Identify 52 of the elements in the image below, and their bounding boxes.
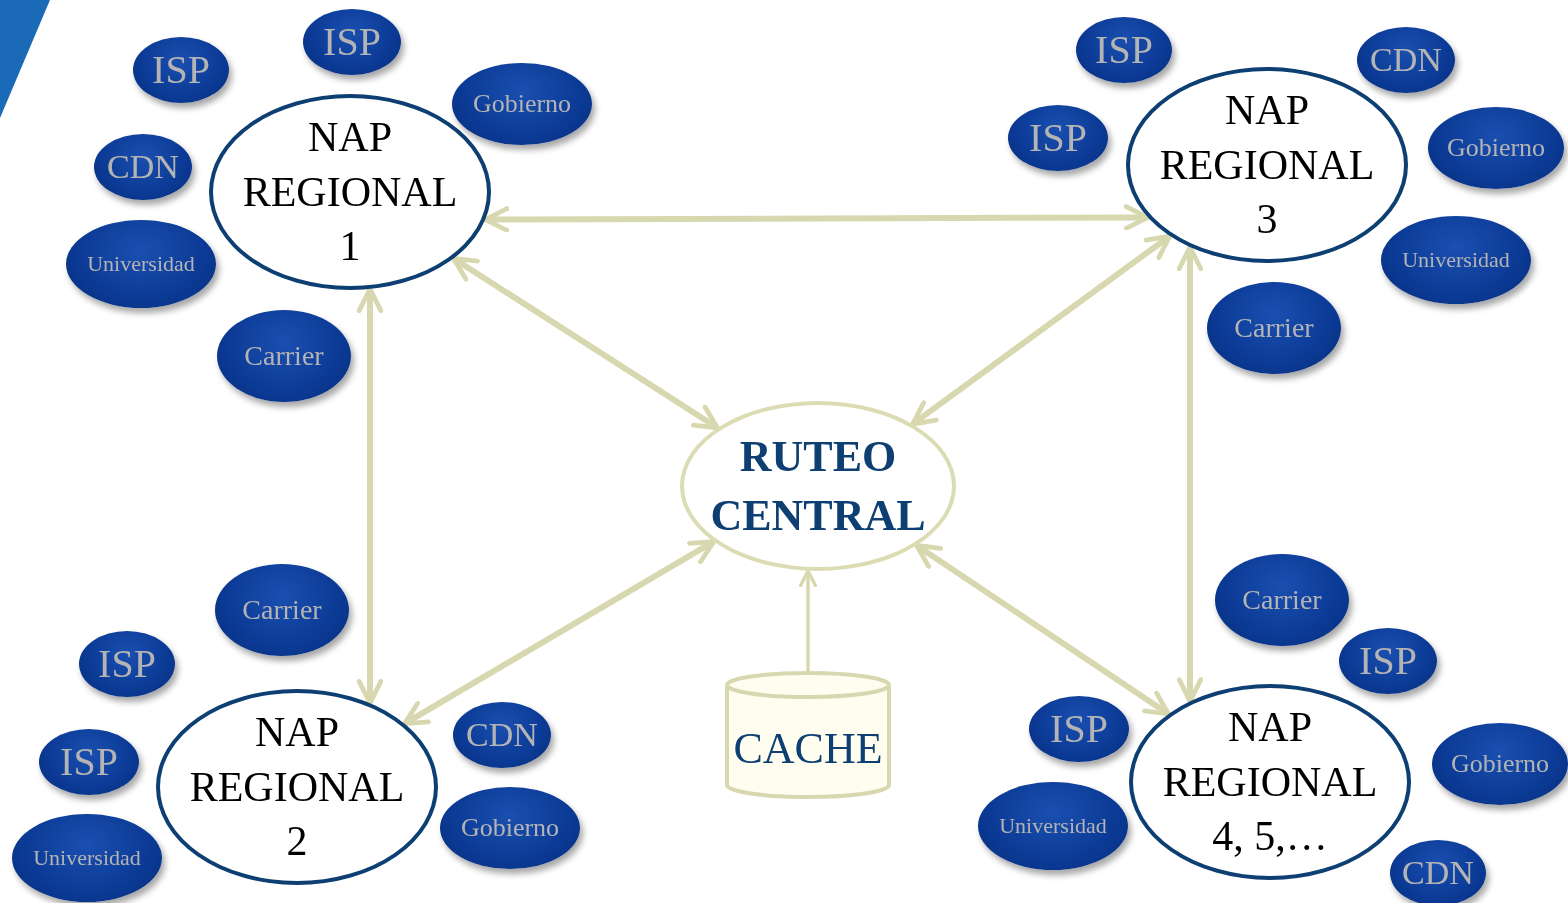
arrow	[798, 569, 818, 673]
oval-label: Carrier	[1234, 314, 1314, 342]
oval-label: Universidad	[33, 847, 141, 869]
network-oval	[1390, 840, 1486, 903]
oval-label: Gobierno	[472, 91, 572, 117]
double-arrow	[1176, 244, 1204, 704]
oval-label: Carrier	[242, 596, 322, 624]
network-oval	[452, 63, 592, 145]
oval-label: Gobierno	[460, 815, 560, 841]
network-oval	[94, 134, 192, 200]
oval-label: Universidad	[999, 815, 1107, 837]
oval-label: Gobierno	[1446, 135, 1546, 161]
network-oval	[303, 9, 401, 75]
oval-label: ISP	[60, 742, 118, 782]
cache-label: CACHE	[733, 722, 883, 774]
network-oval	[1339, 628, 1437, 694]
network-oval	[39, 729, 139, 795]
double-arrow	[910, 233, 1173, 427]
oval-label: Carrier	[244, 342, 324, 370]
network-oval	[1076, 17, 1172, 83]
oval-label: ISP	[323, 22, 381, 62]
oval-label: CDN	[466, 718, 538, 752]
oval-label: Carrier	[1242, 586, 1322, 614]
double-arrow	[451, 255, 720, 431]
network-oval	[133, 37, 229, 103]
oval-label: ISP	[1050, 709, 1108, 749]
nap-label: NAP REGIONAL 4, 5,…	[1161, 703, 1379, 862]
oval-label: Gobierno	[1450, 751, 1550, 777]
network-oval	[79, 631, 175, 697]
oval-label: CDN	[1370, 43, 1442, 77]
network-oval	[453, 702, 551, 768]
network-oval	[440, 787, 580, 869]
network-oval	[1357, 27, 1455, 93]
oval-label: CDN	[107, 150, 179, 184]
network-oval	[1008, 105, 1108, 171]
central-label: RUTEO CENTRAL	[709, 430, 927, 542]
nap-label: NAP REGIONAL 3	[1158, 86, 1376, 245]
network-oval	[1029, 696, 1129, 762]
oval-label: ISP	[1029, 118, 1087, 158]
double-arrow	[914, 542, 1171, 717]
oval-label: Universidad	[87, 253, 195, 275]
oval-label: ISP	[98, 644, 156, 684]
oval-label: CDN	[1402, 856, 1474, 890]
network-oval	[1381, 216, 1531, 304]
double-arrow	[402, 539, 716, 727]
nap-label: NAP REGIONAL 2	[188, 708, 406, 867]
double-arrow	[482, 204, 1151, 233]
oval-label: ISP	[152, 50, 210, 90]
oval-label: ISP	[1095, 30, 1153, 70]
nap-label: NAP REGIONAL 1	[241, 113, 459, 272]
oval-label: ISP	[1359, 641, 1417, 681]
oval-label: Universidad	[1402, 249, 1510, 271]
